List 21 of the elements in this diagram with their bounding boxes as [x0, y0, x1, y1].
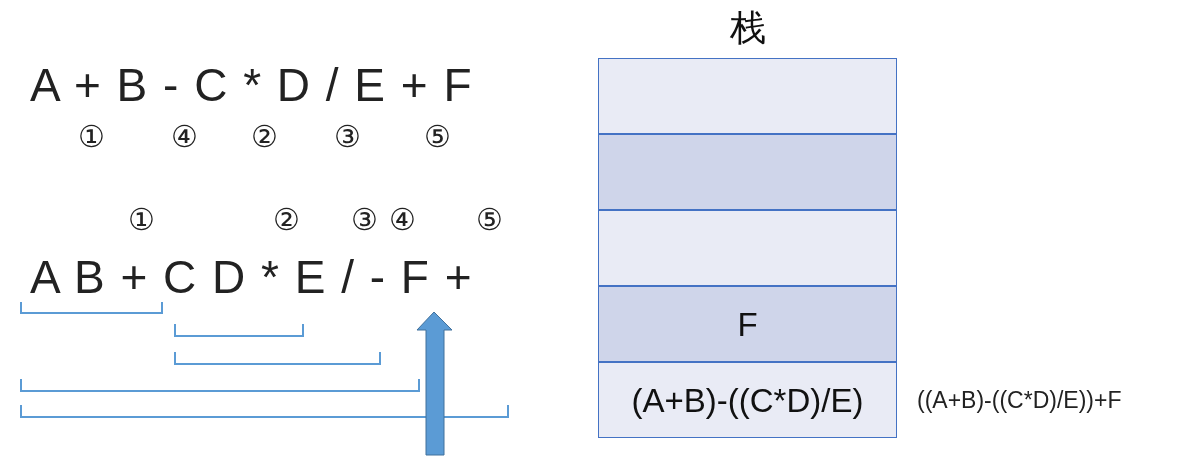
stack-cell [598, 58, 897, 134]
step-number: ④ [171, 122, 198, 152]
step-number: ④ [389, 205, 416, 235]
step-number: ① [78, 122, 105, 152]
stack-cell [598, 362, 897, 438]
step-number: ② [251, 122, 278, 152]
result-expression: ((A+B)-((C*D)/E))+F [917, 389, 1122, 412]
cell-text: (A+B)-((C*D)/E) [631, 383, 864, 417]
stack-heading: 栈 [729, 10, 766, 46]
step-number: ② [273, 205, 300, 235]
stack-cell [598, 286, 897, 362]
stack-cell [598, 210, 897, 286]
cell-text: F [737, 307, 758, 341]
expression-text: A + B - C * D / E + F [30, 62, 472, 108]
expression-text: A B + C D * E / - F + [30, 254, 472, 300]
step-number: ⑤ [424, 122, 451, 152]
step-number: ③ [334, 122, 361, 152]
stack-cell [598, 134, 897, 210]
step-number: ⑤ [476, 205, 503, 235]
step-number: ① [128, 205, 155, 235]
step-number: ③ [351, 205, 378, 235]
